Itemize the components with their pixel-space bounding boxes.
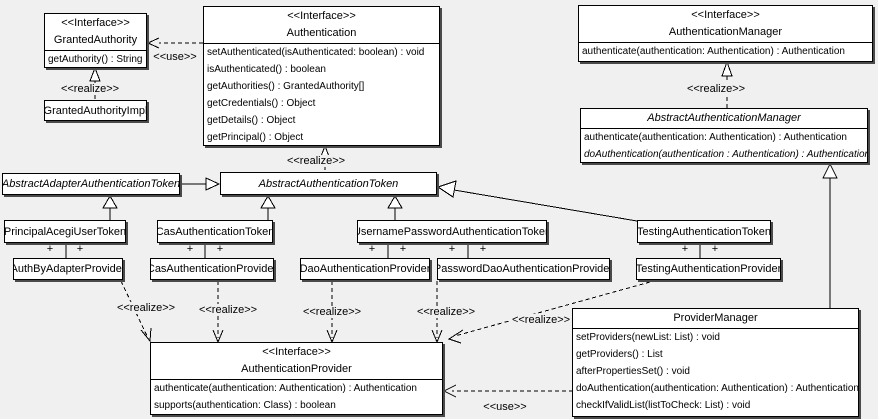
class-name: PrincipalAcegiUserToken [4, 225, 126, 238]
stereotype-label: <<Interface>> [287, 10, 356, 22]
triangle-at-abstracttoken-bottom-2 [387, 195, 403, 209]
realize-label: <<realize>> [684, 83, 748, 95]
realize-label: <<realize>> [509, 314, 573, 326]
class-provider-manager: ProviderManager setProviders(newList: Li… [572, 308, 859, 417]
method: getProviders() : List [576, 349, 663, 360]
association-end-plus: + [711, 243, 719, 255]
class-authentication-provider: <<Interface>> AuthenticationProvider aut… [150, 342, 443, 415]
class-name: GrantedAuthorityImpl [44, 104, 147, 117]
class-name: AbstractAuthenticationToken [258, 177, 399, 190]
association-end-plus: + [76, 243, 84, 255]
association-end-plus: + [368, 243, 376, 255]
class-name: GrantedAuthority [53, 34, 138, 46]
triangle-at-abstracttoken-left [205, 177, 221, 191]
class-testing-authentication-token: TestingAuthenticationToken [637, 220, 771, 243]
method: authenticate(authentication: Authenticat… [584, 132, 847, 143]
stereotype-label: <<Interface>> [691, 9, 760, 21]
class-authentication: <<Interface>> Authentication setAuthenti… [203, 6, 440, 146]
class-name: CasAuthenticationToken [157, 225, 273, 238]
class-cas-authentication-provider: CasAuthenticationProvider [150, 258, 274, 280]
triangle-at-adapter-bottom [102, 195, 118, 209]
method: authenticate(authentication: Authenticat… [154, 383, 417, 394]
class-authentication-manager: <<Interface>> AuthenticationManager auth… [578, 5, 873, 62]
realize-testingprovider-provider [454, 281, 651, 337]
class-name: DaoAuthenticationProvider [300, 263, 430, 275]
class-testing-authentication-provider: TestingAuthenticationProvider [636, 258, 781, 280]
method: getAuthority() : String [48, 54, 143, 65]
association-end-plus: + [46, 243, 54, 255]
generalization-arrowheads [89, 60, 838, 209]
class-name: PasswordDaoAuthenticationProvider [437, 263, 610, 275]
realize-label: <<realize>> [196, 304, 260, 316]
association-end-plus: + [681, 243, 689, 255]
association-end-plus: + [216, 243, 224, 255]
method-abstract: doAuthentication(authentication : Authen… [584, 149, 867, 160]
method: doAuthentication(authentication: Authent… [576, 383, 859, 394]
method: setProviders(newList: List) : void [576, 332, 720, 343]
method: authenticate(authentication: Authenticat… [582, 46, 845, 57]
class-name: ProviderManager [573, 309, 858, 329]
realize-label: <<realize>> [284, 155, 348, 167]
method: getCredentials() : Object [207, 98, 316, 109]
method: getDetails() : Object [207, 115, 296, 126]
class-abstract-authentication-token: AbstractAuthenticationToken [220, 172, 437, 195]
arrowhead-realize-5 [447, 329, 464, 344]
method: supports(authentication: Class) : boolea… [154, 400, 336, 411]
triangle-realize-grantedauthority [89, 66, 101, 82]
class-name: CasAuthenticationProvider [150, 263, 274, 275]
triangle-at-abstractmanager-bottom [822, 162, 838, 179]
class-password-dao-authentication-provider: PasswordDaoAuthenticationProvider [437, 258, 610, 280]
class-header: <<Interface>> GrantedAuthority [45, 14, 146, 51]
association-end-plus: + [399, 243, 407, 255]
realize-label: <<realize>> [58, 83, 122, 95]
realize-label: <<realize>> [414, 306, 478, 318]
class-header: <<Interface>> AuthenticationProvider [151, 343, 442, 380]
class-name: AuthenticationProvider [241, 363, 352, 375]
use-label: <<use>> [481, 401, 529, 413]
class-principal-acegi-user-token: PrincipalAcegiUserToken [4, 220, 126, 243]
class-name: TestingAuthenticationToken [637, 225, 771, 238]
class-dao-authentication-provider: DaoAuthenticationProvider [300, 258, 430, 280]
class-name: Authentication [286, 27, 357, 39]
class-cas-authentication-token: CasAuthenticationToken [157, 220, 273, 243]
triangle-realize-authenticationmanager [721, 60, 733, 77]
generalization-lines [109, 178, 831, 311]
method: getPrincipal() : Object [207, 132, 304, 143]
triangle-at-abstracttoken-bottom-1 [260, 195, 276, 209]
class-granted-authority: <<Interface>> GrantedAuthority getAuthor… [44, 13, 147, 68]
class-username-password-authentication-token: UsernamePasswordAuthenticationToken [357, 220, 547, 243]
realize-label: <<realize>> [300, 306, 364, 318]
class-name: AbstractAdapterAuthenticationToken [2, 178, 180, 190]
class-name: AuthenticationManager [668, 26, 783, 38]
arrowhead-use-authenticationprovider [442, 384, 457, 398]
class-name: AuthByAdapterProvider [13, 263, 123, 275]
class-name: UsernamePasswordAuthenticationToken [357, 225, 547, 238]
class-header: <<Interface>> AuthenticationManager [579, 6, 872, 43]
method: setAuthenticated(isAuthenticated: boolea… [207, 47, 425, 58]
class-auth-by-adapter-provider: AuthByAdapterProvider [13, 258, 123, 280]
class-granted-authority-impl: GrantedAuthorityImpl [44, 100, 147, 121]
class-abstract-authentication-manager: AbstractAuthenticationManager authentica… [580, 108, 868, 163]
class-header: <<Interface>> Authentication [204, 7, 439, 44]
arrowhead-use-grantedauthority [146, 37, 160, 49]
method: checkIfValidList(listToCheck: List) : vo… [576, 400, 751, 411]
method: isAuthenticated() : boolean [207, 64, 326, 75]
class-abstract-adapter-authentication-token: AbstractAdapterAuthenticationToken [2, 173, 180, 195]
use-label: <<use>> [151, 51, 199, 63]
association-end-plus: + [448, 243, 456, 255]
stereotype-label: <<Interface>> [61, 17, 130, 29]
method: getAuthorities() : GrantedAuthority[] [207, 81, 365, 92]
arrowhead-realize-1 [140, 327, 152, 343]
realize-label: <<realize>> [114, 302, 178, 314]
triangle-at-abstracttoken-right [436, 180, 457, 198]
method: afterPropertiesSet() : void [576, 366, 690, 377]
class-name: AbstractAuthenticationManager [581, 109, 867, 129]
association-end-plus: + [186, 243, 194, 255]
association-lines [65, 243, 701, 258]
association-end-plus: + [479, 243, 487, 255]
stereotype-label: <<Interface>> [262, 346, 331, 358]
generalization-testing-to-token [453, 189, 638, 222]
class-name: TestingAuthenticationProvider [636, 263, 781, 275]
